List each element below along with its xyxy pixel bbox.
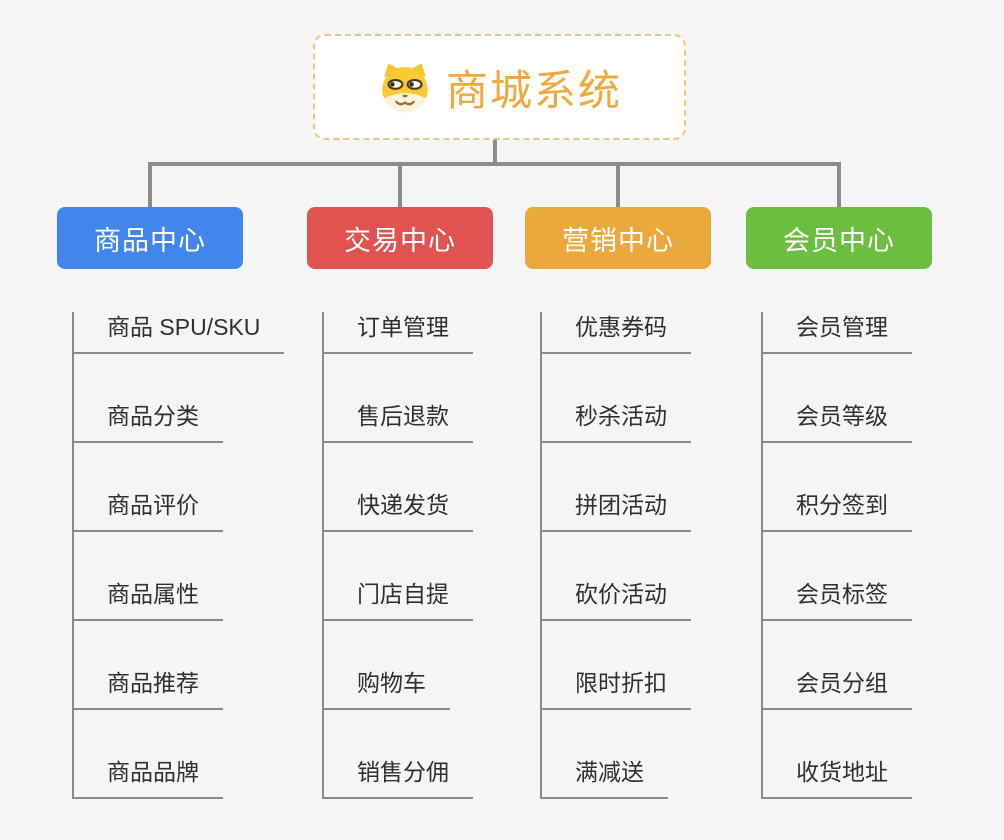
branch-topic-label: 交易中心	[344, 225, 456, 256]
subtopic[interactable]: 积分签到	[763, 490, 912, 532]
subtopic[interactable]: 销售分佣	[324, 757, 473, 799]
connector-drop-members	[837, 162, 841, 208]
branch-trade-items: 订单管理 售后退款 快递发货 门店自提 购物车 销售分佣	[322, 312, 493, 799]
dog-face-icon	[382, 63, 428, 113]
branch-topic-goods[interactable]: 商品中心	[57, 207, 243, 269]
subtopic[interactable]: 会员管理	[763, 312, 912, 354]
subtopic[interactable]: 商品评价	[74, 490, 223, 532]
branch-members-items: 会员管理 会员等级 积分签到 会员标签 会员分组 收货地址	[761, 312, 932, 799]
subtopic[interactable]: 秒杀活动	[542, 401, 691, 443]
subtopic[interactable]: 拼团活动	[542, 490, 691, 532]
subtopic[interactable]: 订单管理	[324, 312, 473, 354]
connector-drop-trade	[398, 162, 402, 208]
subtopic[interactable]: 砍价活动	[542, 579, 691, 621]
branch-topic-members[interactable]: 会员中心	[746, 207, 932, 269]
subtopic[interactable]: 商品推荐	[74, 668, 223, 710]
root-topic[interactable]: 商城系统	[313, 34, 686, 140]
connector-root-stem	[493, 140, 497, 164]
branch-members-center: 会员中心 会员管理 会员等级 积分签到 会员标签 会员分组 收货地址	[746, 207, 932, 799]
subtopic[interactable]: 购物车	[324, 668, 450, 710]
subtopic[interactable]: 售后退款	[324, 401, 473, 443]
subtopic[interactable]: 会员等级	[763, 401, 912, 443]
branch-trade-center: 交易中心 订单管理 售后退款 快递发货 门店自提 购物车 销售分佣	[307, 207, 493, 799]
subtopic[interactable]: 会员分组	[763, 668, 912, 710]
branch-goods-items: 商品 SPU/SKU 商品分类 商品评价 商品属性 商品推荐 商品品牌	[72, 312, 285, 799]
branch-topic-label: 营销中心	[562, 225, 674, 256]
branch-topic-marketing[interactable]: 营销中心	[525, 207, 711, 269]
subtopic[interactable]: 限时折扣	[542, 668, 691, 710]
subtopic[interactable]: 满减送	[542, 757, 668, 799]
subtopic[interactable]: 收货地址	[763, 757, 912, 799]
branch-topic-label: 商品中心	[94, 225, 206, 256]
subtopic[interactable]: 优惠券码	[542, 312, 691, 354]
subtopic[interactable]: 商品 SPU/SKU	[74, 312, 285, 354]
connector-drop-marketing	[616, 162, 620, 208]
subtopic[interactable]: 商品品牌	[74, 757, 223, 799]
branch-marketing-items: 优惠券码 秒杀活动 拼团活动 砍价活动 限时折扣 满减送	[540, 312, 711, 799]
subtopic[interactable]: 门店自提	[324, 579, 473, 621]
subtopic[interactable]: 快递发货	[324, 490, 473, 532]
subtopic[interactable]: 商品分类	[74, 401, 223, 443]
root-topic-label: 商城系统	[445, 66, 622, 114]
branch-topic-label: 会员中心	[783, 225, 895, 256]
subtopic[interactable]: 会员标签	[763, 579, 912, 621]
connector-drop-goods	[148, 162, 152, 208]
connector-rail	[148, 162, 841, 166]
branch-marketing-center: 营销中心 优惠券码 秒杀活动 拼团活动 砍价活动 限时折扣 满减送	[525, 207, 711, 799]
subtopic[interactable]: 商品属性	[74, 579, 223, 621]
branch-topic-trade[interactable]: 交易中心	[307, 207, 493, 269]
branch-goods-center: 商品中心 商品 SPU/SKU 商品分类 商品评价 商品属性 商品推荐 商品品牌	[57, 207, 285, 799]
